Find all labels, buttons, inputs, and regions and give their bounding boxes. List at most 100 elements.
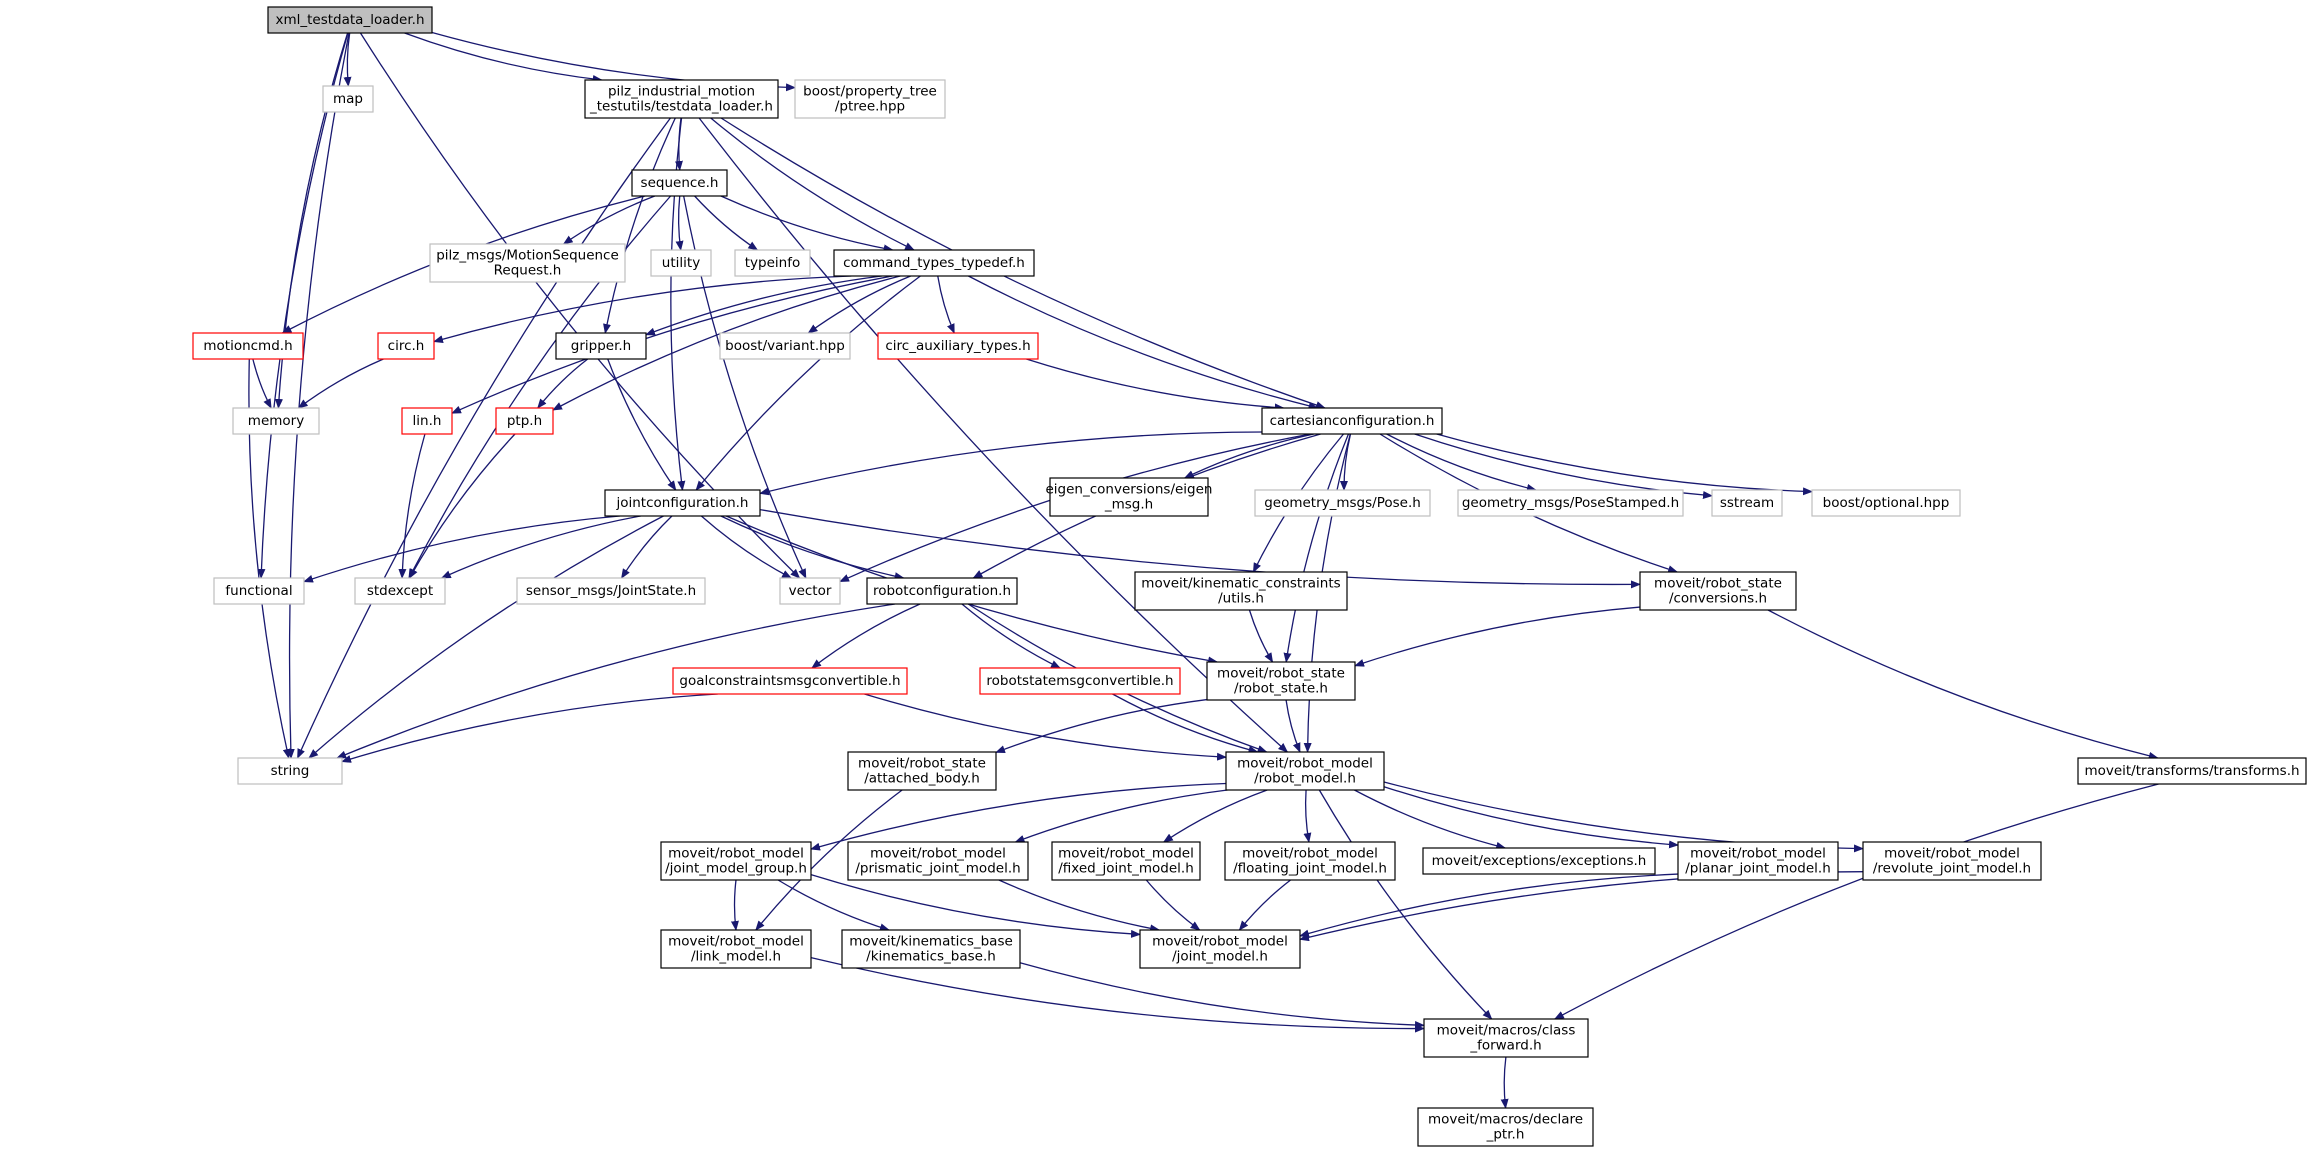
node-stdexcept[interactable]: stdexcept xyxy=(354,577,446,605)
node-joint_model[interactable]: moveit/robot_model/joint_model.h xyxy=(1139,929,1301,969)
node-cmd_types[interactable]: command_types_typedef.h xyxy=(833,249,1035,277)
node-box-declare_ptr[interactable] xyxy=(1417,1107,1594,1147)
node-box-class_forward[interactable] xyxy=(1423,1018,1589,1058)
node-box-circ_aux[interactable] xyxy=(877,332,1039,360)
node-box-map[interactable] xyxy=(322,85,374,113)
node-ptp[interactable]: ptp.h xyxy=(495,407,554,435)
node-functional[interactable]: functional xyxy=(213,577,305,605)
node-revolute[interactable]: moveit/robot_model/revolute_joint_model.… xyxy=(1862,841,2042,881)
node-cartesian[interactable]: cartesianconfiguration.h xyxy=(1261,407,1443,435)
node-boost_optional[interactable]: boost/optional.hpp xyxy=(1811,489,1961,517)
node-lin[interactable]: lin.h xyxy=(401,407,453,435)
node-box-ptree[interactable] xyxy=(794,79,946,119)
node-box-string[interactable] xyxy=(237,757,343,785)
node-box-gripper[interactable] xyxy=(555,332,647,360)
node-rs_conversions[interactable]: moveit/robot_state/conversions.h xyxy=(1639,571,1797,611)
node-utility[interactable]: utility xyxy=(650,249,712,277)
node-typeinfo[interactable]: typeinfo xyxy=(734,249,811,277)
node-box-lin[interactable] xyxy=(401,407,453,435)
node-circ_aux[interactable]: circ_auxiliary_types.h xyxy=(877,332,1039,360)
node-jmg[interactable]: moveit/robot_model/joint_model_group.h xyxy=(660,841,812,881)
node-declare_ptr[interactable]: moveit/macros/declare_ptr.h xyxy=(1417,1107,1594,1147)
node-box-cartesian[interactable] xyxy=(1261,407,1443,435)
node-box-stdexcept[interactable] xyxy=(354,577,446,605)
node-box-utility[interactable] xyxy=(650,249,712,277)
node-string[interactable]: string xyxy=(237,757,343,785)
node-box-robotstatemsg[interactable] xyxy=(979,667,1181,695)
node-box-boost_variant[interactable] xyxy=(719,332,851,360)
node-box-geo_pose[interactable] xyxy=(1254,489,1431,517)
node-box-goalconstraints[interactable] xyxy=(672,667,908,695)
node-box-planar[interactable] xyxy=(1677,841,1839,881)
node-jointconfig[interactable]: jointconfiguration.h xyxy=(604,489,761,517)
node-box-robot_state[interactable] xyxy=(1206,661,1356,701)
node-robotstatemsg[interactable]: robotstatemsgconvertible.h xyxy=(979,667,1181,695)
node-attached_body[interactable]: moveit/robot_state/attached_body.h xyxy=(847,751,997,791)
node-box-boost_optional[interactable] xyxy=(1811,489,1961,517)
node-class_forward[interactable]: moveit/macros/class_forward.h xyxy=(1423,1018,1589,1058)
node-pilz_testdata[interactable]: pilz_industrial_motion_testutils/testdat… xyxy=(584,79,779,119)
node-box-fixed[interactable] xyxy=(1051,841,1201,881)
node-goalconstraints[interactable]: goalconstraintsmsgconvertible.h xyxy=(672,667,908,695)
node-box-sequence[interactable] xyxy=(631,169,728,197)
node-box-ptp[interactable] xyxy=(495,407,554,435)
node-circ[interactable]: circ.h xyxy=(377,332,435,360)
node-gripper[interactable]: gripper.h xyxy=(555,332,647,360)
node-map[interactable]: map xyxy=(322,85,374,113)
node-box-cmd_types[interactable] xyxy=(833,249,1035,277)
node-root[interactable]: xml_testdata_loader.h xyxy=(267,6,433,34)
node-kin_base[interactable]: moveit/kinematics_base/kinematics_base.h xyxy=(841,929,1021,969)
node-link_model[interactable]: moveit/robot_model/link_model.h xyxy=(660,929,812,969)
node-prismatic[interactable]: moveit/robot_model/prismatic_joint_model… xyxy=(847,841,1029,881)
node-eigen_conv[interactable]: eigen_conversions/eigen_msg.h xyxy=(1046,477,1213,517)
node-sstream[interactable]: sstream xyxy=(1711,489,1783,517)
node-box-motionseq[interactable] xyxy=(429,243,626,283)
node-transforms[interactable]: moveit/transforms/transforms.h xyxy=(2077,757,2307,785)
node-boost_variant[interactable]: boost/variant.hpp xyxy=(719,332,851,360)
node-box-rs_conversions[interactable] xyxy=(1639,571,1797,611)
node-box-sensor_msgs[interactable] xyxy=(516,577,706,605)
node-box-eigen_conv[interactable] xyxy=(1049,477,1209,517)
node-sequence[interactable]: sequence.h xyxy=(631,169,728,197)
node-box-typeinfo[interactable] xyxy=(734,249,811,277)
node-box-revolute[interactable] xyxy=(1862,841,2042,881)
node-box-jmg[interactable] xyxy=(660,841,812,881)
node-exceptions[interactable]: moveit/exceptions/exceptions.h xyxy=(1422,847,1656,875)
node-box-robotconfig[interactable] xyxy=(866,577,1018,605)
node-geo_posestamped[interactable]: geometry_msgs/PoseStamped.h xyxy=(1457,489,1684,517)
node-box-attached_body[interactable] xyxy=(847,751,997,791)
node-planar[interactable]: moveit/robot_model/planar_joint_model.h xyxy=(1677,841,1839,881)
node-box-circ[interactable] xyxy=(377,332,435,360)
node-box-exceptions[interactable] xyxy=(1422,847,1656,875)
node-box-jointconfig[interactable] xyxy=(604,489,761,517)
node-box-root[interactable] xyxy=(267,6,433,34)
node-box-pilz_testdata[interactable] xyxy=(584,79,779,119)
node-box-transforms[interactable] xyxy=(2077,757,2307,785)
node-robotconfig[interactable]: robotconfiguration.h xyxy=(866,577,1018,605)
node-box-joint_model[interactable] xyxy=(1139,929,1301,969)
node-fixed[interactable]: moveit/robot_model/fixed_joint_model.h xyxy=(1051,841,1201,881)
node-box-motioncmd[interactable] xyxy=(192,332,304,360)
node-box-sstream[interactable] xyxy=(1711,489,1783,517)
node-motioncmd[interactable]: motioncmd.h xyxy=(192,332,304,360)
node-kin_constraints[interactable]: moveit/kinematic_constraints/utils.h xyxy=(1134,571,1348,611)
node-ptree[interactable]: boost/property_tree/ptree.hpp xyxy=(794,79,946,119)
node-robot_model[interactable]: moveit/robot_model/robot_model.h xyxy=(1225,751,1385,791)
node-geo_pose[interactable]: geometry_msgs/Pose.h xyxy=(1254,489,1431,517)
node-box-memory[interactable] xyxy=(232,407,320,435)
node-box-floating[interactable] xyxy=(1224,841,1396,881)
node-box-kin_base[interactable] xyxy=(841,929,1021,969)
node-box-vector[interactable] xyxy=(779,577,841,605)
node-vector[interactable]: vector xyxy=(779,577,841,605)
node-box-functional[interactable] xyxy=(213,577,305,605)
node-box-prismatic[interactable] xyxy=(847,841,1029,881)
node-floating[interactable]: moveit/robot_model/floating_joint_model.… xyxy=(1224,841,1396,881)
node-robot_state[interactable]: moveit/robot_state/robot_state.h xyxy=(1206,661,1356,701)
node-sensor_msgs[interactable]: sensor_msgs/JointState.h xyxy=(516,577,706,605)
node-box-kin_constraints[interactable] xyxy=(1134,571,1348,611)
node-memory[interactable]: memory xyxy=(232,407,320,435)
node-box-geo_posestamped[interactable] xyxy=(1457,489,1684,517)
node-box-robot_model[interactable] xyxy=(1225,751,1385,791)
node-box-link_model[interactable] xyxy=(660,929,812,969)
